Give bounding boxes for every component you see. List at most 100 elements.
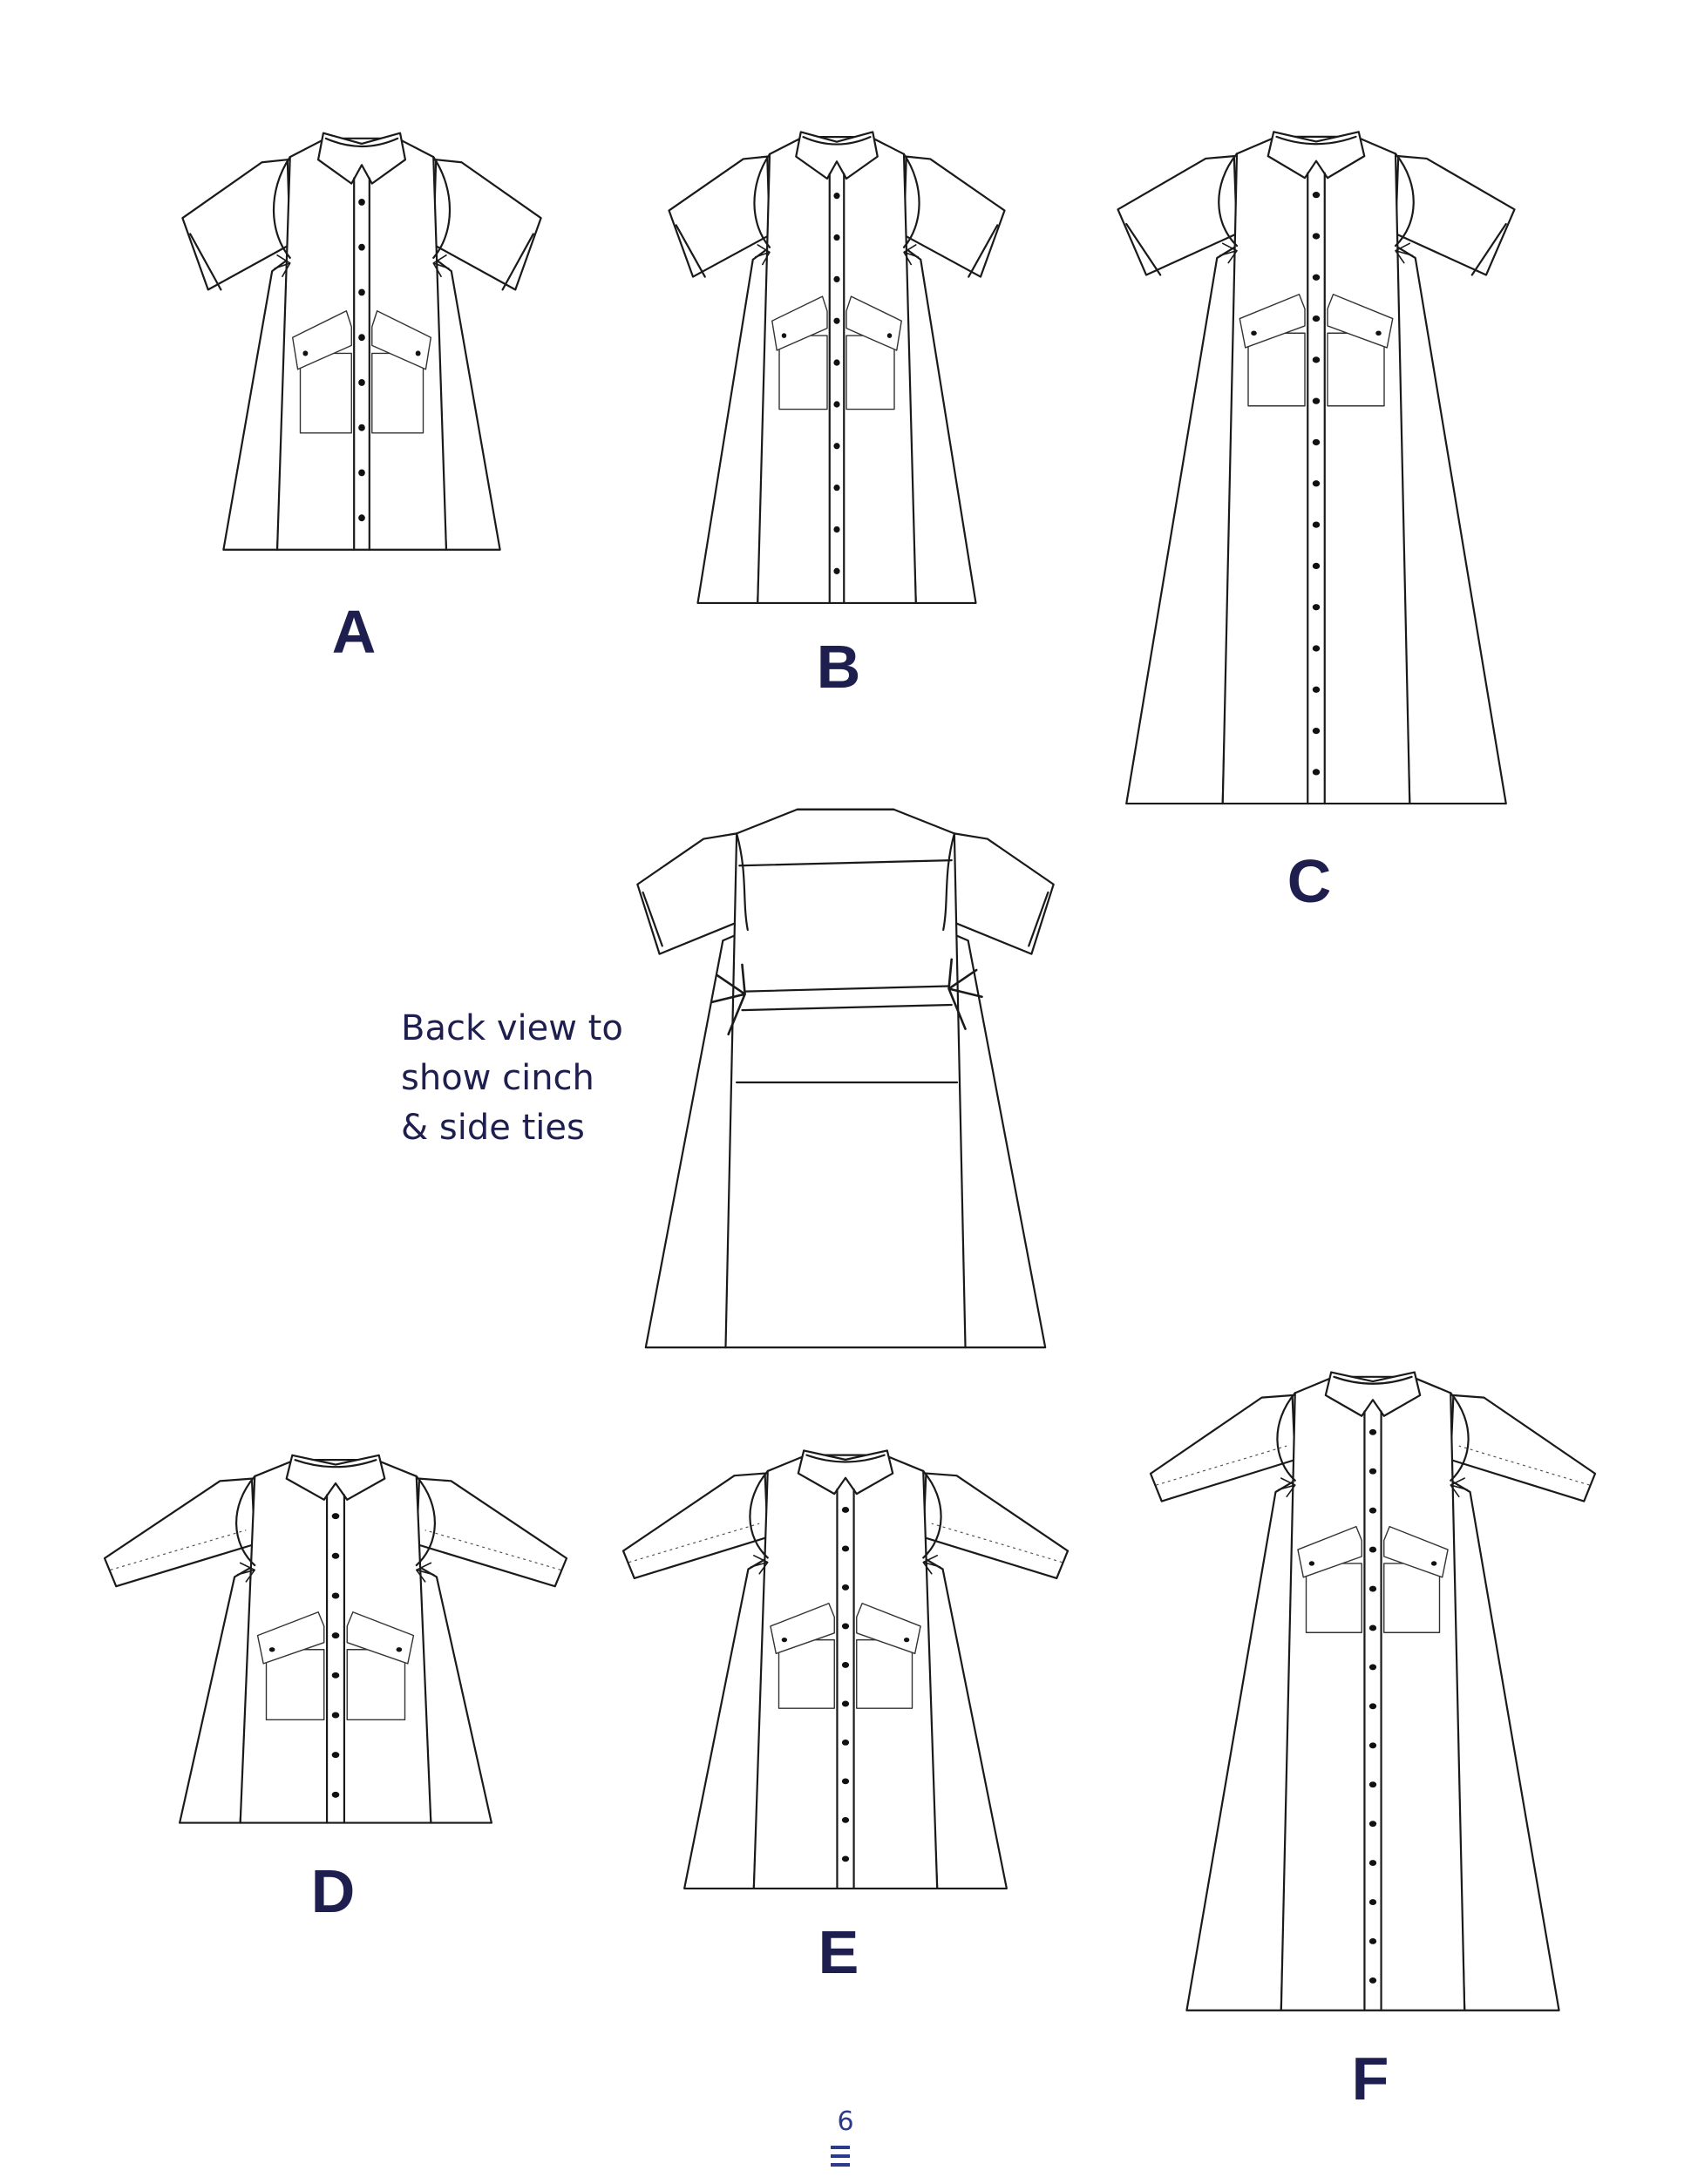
button	[358, 424, 365, 431]
side-panel-left	[1126, 246, 1237, 804]
button	[841, 1855, 850, 1862]
side-tie-left	[756, 245, 771, 265]
button	[833, 275, 840, 283]
pocket-right	[372, 353, 424, 432]
pocket-button	[886, 333, 893, 338]
button	[1368, 1664, 1377, 1671]
view-label-e: E	[818, 1918, 859, 1986]
button	[833, 359, 840, 366]
back-armhole-right	[943, 833, 954, 930]
garment-drawing	[645, 119, 1029, 615]
sleeve-cuff-right	[968, 225, 997, 276]
back-sleeve-right	[946, 833, 1053, 953]
armhole-right	[1396, 153, 1414, 246]
button	[841, 1662, 850, 1668]
button	[1312, 397, 1321, 404]
sleeve-right	[923, 1474, 1068, 1578]
side-tie-left	[1220, 243, 1238, 262]
button	[1312, 562, 1321, 570]
pocket-button	[415, 350, 421, 356]
button	[1312, 274, 1321, 281]
button	[331, 1632, 340, 1639]
pocket-button	[781, 1638, 788, 1643]
button	[1368, 1742, 1377, 1749]
sleeve-hem-stitch-right	[425, 1530, 561, 1570]
button	[833, 567, 840, 574]
side-tie-right	[1450, 1478, 1467, 1496]
collar	[1326, 1373, 1420, 1416]
button	[833, 401, 840, 408]
back-sleeve-cuff-right	[1029, 892, 1048, 946]
button	[1312, 233, 1321, 240]
garment-view-e	[623, 1438, 1068, 1900]
cinch-seam-bottom	[742, 1005, 951, 1010]
sleeve-left	[623, 1474, 768, 1578]
side-tie-right	[417, 1563, 434, 1581]
pocket-button	[781, 333, 787, 338]
button	[1312, 727, 1321, 735]
side-tie-right	[1396, 243, 1413, 262]
button	[1312, 315, 1321, 322]
pocket-button	[1251, 330, 1257, 336]
pocket-button	[1430, 1561, 1437, 1566]
button	[331, 1712, 340, 1719]
button	[1312, 686, 1321, 693]
button	[1368, 1428, 1377, 1435]
sleeve-hem-stitch-left	[1156, 1446, 1287, 1485]
garment-view-d	[105, 1442, 567, 1835]
view-label-c: C	[1287, 847, 1332, 915]
side-tie-right	[904, 245, 919, 265]
pocket-button	[903, 1638, 910, 1643]
sleeve-hem-stitch-left	[111, 1530, 247, 1570]
sleeve-right	[1450, 1395, 1595, 1502]
collar	[1268, 132, 1365, 178]
armhole-right	[904, 154, 920, 248]
button	[331, 1552, 340, 1559]
armhole-left	[274, 157, 290, 258]
button	[1312, 769, 1321, 776]
armhole-right	[1450, 1393, 1468, 1480]
view-label-d: D	[310, 1857, 356, 1925]
button	[841, 1545, 850, 1552]
sleeve-cuff-right	[1472, 224, 1506, 275]
collar-stand	[806, 1455, 884, 1462]
back-view-note: Back view to show cinch & side ties	[401, 1004, 662, 1153]
view-label-f: F	[1351, 2045, 1389, 2113]
sleeve-cuff-left	[190, 234, 221, 289]
pocket-button	[396, 1647, 403, 1652]
button	[1312, 480, 1321, 487]
collar-stand	[804, 137, 871, 144]
garment-drawing	[1151, 1360, 1595, 2022]
sleeve-hem-stitch-right	[932, 1523, 1063, 1562]
button	[358, 514, 365, 522]
pocket-left	[1307, 1563, 1362, 1632]
button	[833, 234, 840, 241]
sleeve-cuff-right	[503, 234, 533, 289]
button	[1368, 1507, 1377, 1514]
logo-mark-icon	[831, 2146, 850, 2167]
pocket-button	[268, 1647, 275, 1652]
pocket-button	[302, 350, 309, 356]
collar-stand	[1334, 1377, 1411, 1384]
side-tie-left	[1279, 1478, 1295, 1496]
button	[1312, 645, 1321, 652]
button	[1368, 1546, 1377, 1553]
button	[1312, 521, 1321, 528]
button	[331, 1513, 340, 1520]
button	[1368, 1468, 1377, 1475]
sleeve-left	[1151, 1395, 1295, 1502]
sleeve-right	[417, 1479, 567, 1587]
garment-view-f	[1151, 1360, 1595, 2022]
view-label-b: B	[816, 633, 861, 701]
button	[1312, 604, 1321, 611]
button	[331, 1592, 340, 1599]
button	[1312, 192, 1321, 199]
pocket-left	[267, 1650, 324, 1720]
button	[358, 198, 365, 206]
armhole-left	[754, 154, 770, 248]
back-view-note-line-3: & side ties	[401, 1108, 585, 1148]
side-tie-right	[433, 255, 449, 276]
view-label-a: A	[331, 598, 377, 666]
back-side-tie-left	[712, 965, 745, 1034]
